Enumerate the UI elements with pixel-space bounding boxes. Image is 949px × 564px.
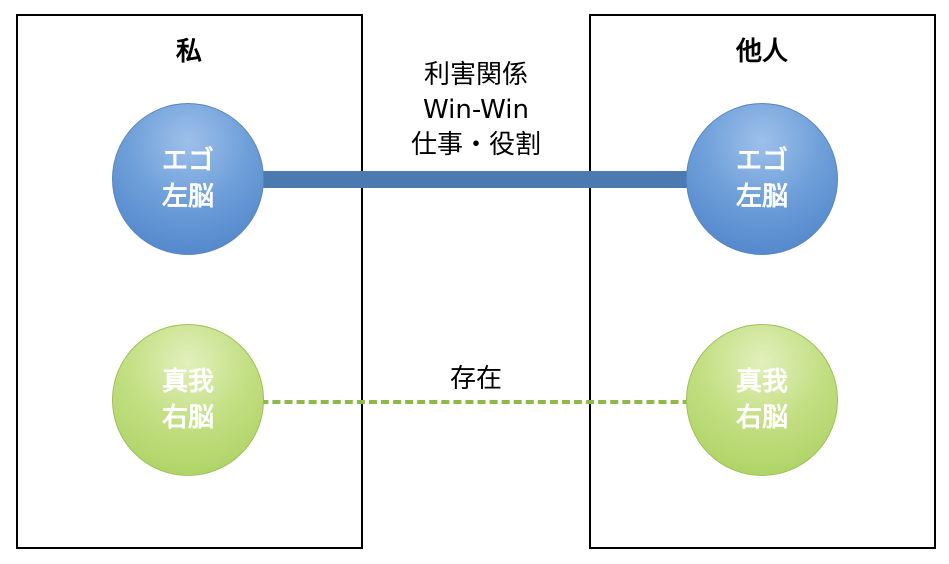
self-true-self-circle: 真我 右脳 <box>112 324 264 476</box>
ego-link-label-role: 仕事・役割 <box>410 130 541 160</box>
ego-connection-line <box>188 171 763 188</box>
self-ego-label: エゴ <box>161 146 214 176</box>
ego-link-label-winwin: Win-Win <box>422 95 529 125</box>
self-true-self-label: 真我 <box>161 367 214 397</box>
others-ego-label: エゴ <box>735 146 788 176</box>
self-panel-title: 私 <box>175 37 202 67</box>
self-ego-circle: エゴ 左脳 <box>112 103 264 255</box>
others-true-self-circle: 真我 右脳 <box>686 324 838 476</box>
true-self-connection-label: 存在 <box>449 364 502 394</box>
self-right-brain-label: 右脳 <box>161 403 214 433</box>
others-left-brain-label: 左脳 <box>735 182 788 212</box>
others-ego-circle: エゴ 左脳 <box>686 103 838 255</box>
others-true-self-label: 真我 <box>735 367 788 397</box>
self-left-brain-label: 左脳 <box>161 182 214 212</box>
ego-connection-labels: 利害関係 Win-Win 仕事・役割 <box>376 58 576 163</box>
true-self-connection-line <box>188 400 763 404</box>
others-panel-title: 他人 <box>735 37 788 67</box>
ego-link-label-interest: 利害関係 <box>423 60 528 90</box>
others-right-brain-label: 右脳 <box>735 403 788 433</box>
